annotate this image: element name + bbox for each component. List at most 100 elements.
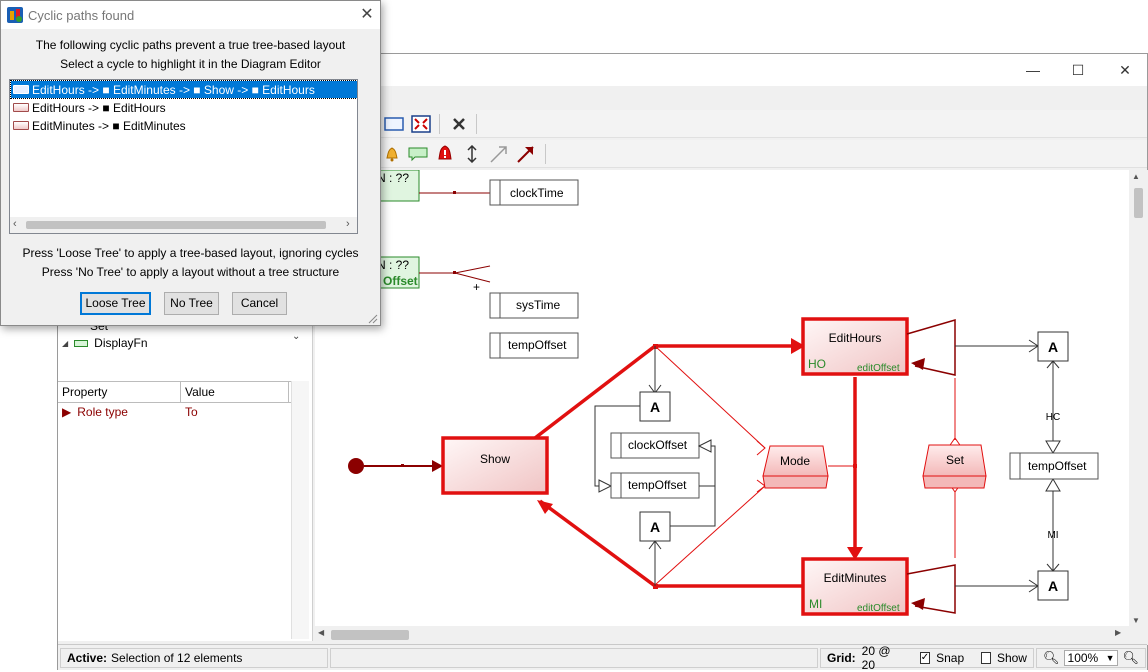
- fit-to-window-icon[interactable]: [409, 113, 433, 135]
- mi-role-label: MI: [1047, 530, 1058, 541]
- list-item[interactable]: EditMinutes -> ■ EditMinutes: [11, 117, 186, 134]
- scroll-left-icon[interactable]: ◀: [318, 628, 325, 637]
- role-icon: [13, 121, 29, 130]
- scroll-thumb[interactable]: [1134, 188, 1143, 218]
- scroll-left-icon[interactable]: ‹: [13, 218, 17, 230]
- status-spacer: [330, 648, 818, 668]
- properties-table: Property Value ▶ Role type To: [58, 381, 291, 639]
- edithours-label: EditHours: [829, 331, 882, 345]
- editminutes-label: EditMinutes: [824, 571, 887, 585]
- snap-checkbox[interactable]: ✓: [919, 652, 931, 664]
- a-node-1-label: A: [650, 399, 660, 415]
- list-item[interactable]: EditHours -> ■ EditMinutes -> ■ Show -> …: [10, 80, 357, 99]
- role-icon: [13, 85, 29, 94]
- dialog-help-1: Press 'Loose Tree' to apply a tree-based…: [22, 246, 359, 260]
- list-item[interactable]: EditHours -> ■ EditHours: [11, 99, 166, 116]
- show-checkbox[interactable]: [980, 652, 991, 664]
- dialog-message-1: The following cyclic paths prevent a tru…: [35, 38, 346, 52]
- editoffset-label-2: editOffset: [857, 603, 900, 614]
- horizontal-scrollbar[interactable]: ◀ ▶: [315, 626, 1129, 644]
- active-value: Selection of 12 elements: [111, 651, 243, 665]
- diagram-svg[interactable]: N : ?? clockTime N : ?? Offset + sysTime…: [315, 170, 1129, 645]
- bell-icon[interactable]: [380, 143, 404, 165]
- a-node-2: [639, 511, 671, 542]
- start-node: [348, 458, 364, 474]
- arrow-dark-icon[interactable]: [514, 143, 538, 165]
- value-node-1-label: N : ??: [377, 171, 409, 185]
- scroll-right-icon[interactable]: ▶: [1115, 628, 1122, 637]
- show-node: [441, 436, 549, 495]
- zoom-out-icon[interactable]: 🔍︎: [1043, 650, 1060, 665]
- cycle-list[interactable]: EditHours -> ■ EditMinutes -> ■ Show -> …: [9, 79, 358, 234]
- vertical-arrows-icon[interactable]: [460, 143, 484, 165]
- rectangle-icon[interactable]: [382, 113, 406, 135]
- zoom-status: 🔍︎ 100% ▼ 🔍︎: [1036, 648, 1146, 668]
- cycle-label: EditHours -> ■ EditMinutes -> ■ Show -> …: [32, 82, 315, 97]
- grid-label: Grid:: [827, 651, 856, 665]
- tree-item-displayfn[interactable]: ◢ DisplayFn: [62, 336, 148, 350]
- tempoffset-top-node: [489, 332, 579, 359]
- offset-label: Offset: [383, 274, 418, 288]
- edithours-node: [801, 317, 909, 376]
- clockoffset-node: [610, 432, 700, 459]
- expand-arrow-icon[interactable]: ◢: [62, 338, 69, 348]
- tempoffset-mid-label: tempOffset: [628, 478, 687, 492]
- properties-scrollbar[interactable]: [291, 381, 309, 639]
- cancel-button[interactable]: Cancel: [232, 292, 287, 315]
- arrow-light-icon[interactable]: [487, 143, 511, 165]
- snap-label: Snap: [936, 651, 965, 665]
- close-icon[interactable]: ✕: [1119, 62, 1131, 78]
- tempoffset-right-label: tempOffset: [1028, 459, 1087, 473]
- list-horizontal-scrollbar[interactable]: ‹ ›: [10, 217, 357, 233]
- clocktime-node: [489, 179, 579, 206]
- no-tree-button[interactable]: No Tree: [164, 292, 219, 315]
- property-header[interactable]: Property: [58, 382, 181, 402]
- close-icon[interactable]: ✕: [360, 6, 374, 23]
- zoom-in-icon[interactable]: 🔍︎: [1122, 650, 1139, 665]
- scroll-down-icon[interactable]: ▼: [1132, 616, 1140, 625]
- vertical-scrollbar[interactable]: ▲ ▼: [1129, 170, 1148, 645]
- resize-grip-icon[interactable]: [368, 313, 378, 324]
- chevron-down-icon[interactable]: ⌄: [292, 331, 301, 342]
- dialog-help-2: Press 'No Tree' to apply a layout withou…: [41, 265, 340, 279]
- a-node-2-label: A: [650, 519, 660, 535]
- active-status: Active: Selection of 12 elements: [60, 648, 328, 668]
- chevron-down-icon: ▼: [1105, 653, 1115, 663]
- value-header[interactable]: Value: [181, 382, 289, 402]
- zoom-value: 100%: [1067, 651, 1099, 665]
- table-row[interactable]: ▶ Role type To: [58, 403, 291, 421]
- hc-role-label: HC: [1046, 412, 1060, 423]
- show-label: Show: [996, 651, 1027, 665]
- active-label: Active:: [67, 651, 108, 665]
- cycle-label: EditMinutes -> ■ EditMinutes: [32, 118, 186, 133]
- diagram-canvas[interactable]: N : ?? clockTime N : ?? Offset + sysTime…: [315, 170, 1129, 645]
- scroll-right-icon[interactable]: ›: [346, 218, 350, 230]
- value-node-2-label: N : ??: [377, 258, 409, 272]
- maximize-icon[interactable]: ☐: [1071, 62, 1085, 78]
- mode-label: Mode: [780, 454, 810, 468]
- expand-triangle-icon[interactable]: ▶: [62, 405, 72, 419]
- set-label: Set: [946, 453, 965, 467]
- property-value[interactable]: To: [185, 405, 198, 419]
- hscroll-thumb[interactable]: [331, 630, 409, 640]
- systime-label: sysTime: [516, 298, 561, 312]
- alarm-icon[interactable]: [433, 143, 457, 165]
- a-node-3: [1037, 331, 1069, 362]
- loose-tree-button[interactable]: Loose Tree: [80, 292, 151, 315]
- a-node-3-label: A: [1048, 339, 1058, 355]
- mi-label: MI: [809, 597, 822, 611]
- a-node-4-label: A: [1048, 578, 1058, 594]
- zoom-select[interactable]: 100% ▼: [1063, 650, 1119, 666]
- list-scroll-thumb[interactable]: [26, 221, 326, 229]
- dialog-message-2: Select a cycle to highlight it in the Di…: [60, 57, 321, 71]
- minimize-icon[interactable]: —: [1026, 62, 1040, 78]
- plus-label: +: [473, 280, 480, 294]
- editminutes-node: [801, 557, 909, 616]
- clockoffset-label: clockOffset: [628, 438, 688, 452]
- delete-icon[interactable]: [447, 113, 471, 135]
- comment-icon[interactable]: [406, 143, 430, 165]
- clocktime-label: clockTime: [510, 186, 564, 200]
- scroll-up-icon[interactable]: ▲: [1132, 172, 1140, 181]
- systime-node: [489, 292, 579, 319]
- cycle-label: EditHours -> ■ EditHours: [32, 100, 166, 115]
